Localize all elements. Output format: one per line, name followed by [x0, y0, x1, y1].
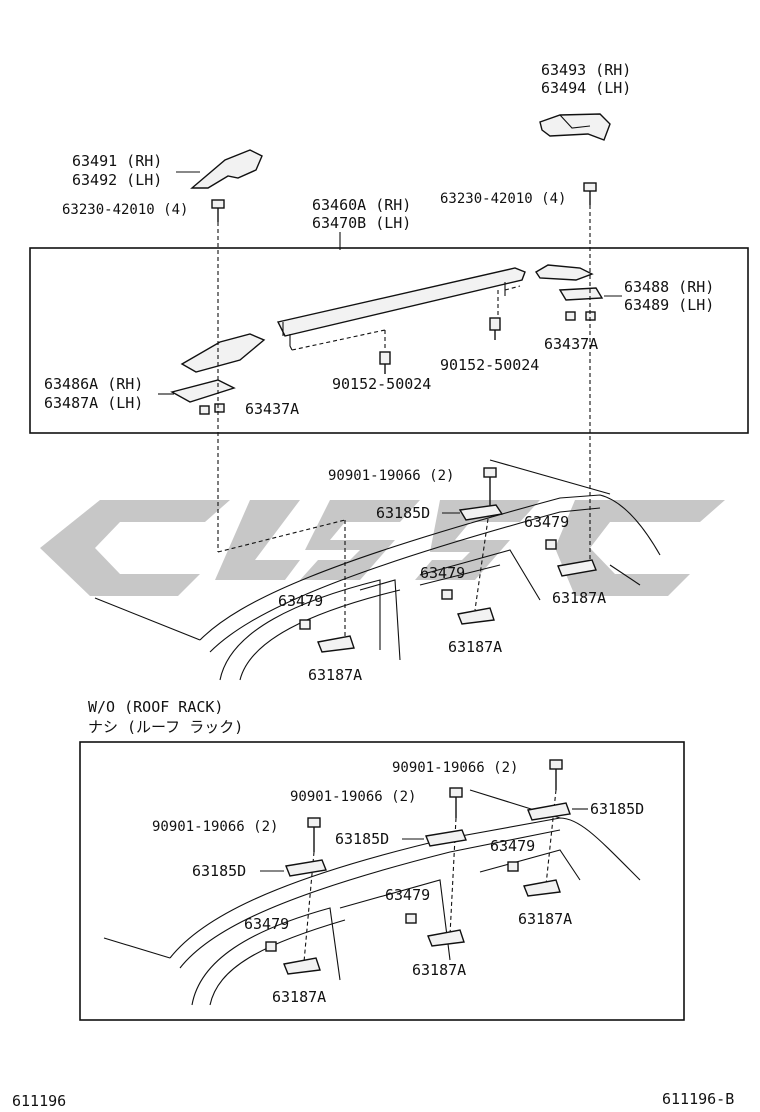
label-63494: 63494 (LH) — [541, 79, 631, 97]
label-63185D-low-m: 63185D — [335, 830, 389, 848]
variant-label-en: W/O (ROOF RACK) — [88, 698, 223, 716]
rail-end-cover-icon — [190, 149, 263, 189]
bracket-icon — [535, 264, 604, 301]
label-63479-a: 63479 — [524, 513, 569, 531]
label-63460A: 63460A (RH) — [312, 196, 411, 214]
roof-rack-assembly-box — [29, 247, 749, 434]
bolt-icon — [307, 817, 321, 852]
bracket-icon — [427, 929, 465, 947]
variant-label-jp: ナシ (ルーフ ラック) — [88, 718, 243, 736]
bolt-icon — [583, 182, 597, 205]
label-63187A-c: 63187A — [308, 666, 362, 684]
label-bolt-low-m: 90901-19066 (2) — [290, 789, 416, 805]
label-63185D-low-l: 63185D — [192, 862, 246, 880]
bracket-icon — [523, 879, 561, 897]
label-63187A-a: 63187A — [552, 589, 606, 607]
nut-icon — [545, 539, 557, 550]
label-63479-b: 63479 — [420, 564, 465, 582]
label-bolt-right: 63230-42010 (4) — [440, 191, 566, 207]
label-63437A-top: 63437A — [544, 335, 598, 353]
roof-rail-icon — [276, 267, 526, 351]
roof-outline-icon — [94, 459, 661, 681]
rail-end-cover-icon — [539, 113, 611, 141]
nut-icon — [199, 403, 225, 415]
label-63187A-low-m: 63187A — [412, 961, 466, 979]
label-63479-low-r: 63479 — [490, 837, 535, 855]
label-bolt-left: 63230-42010 (4) — [62, 202, 188, 218]
label-63493: 63493 (RH) — [541, 61, 631, 79]
bolt-icon — [489, 317, 501, 340]
label-bolt-low-r: 90901-19066 (2) — [392, 760, 518, 776]
label-63437A-bottom: 63437A — [245, 400, 299, 418]
bolt-icon — [483, 467, 497, 505]
label-63479-low-m: 63479 — [385, 886, 430, 904]
label-63185D-low-r: 63185D — [590, 800, 644, 818]
label-63486A: 63486A (RH) — [44, 375, 143, 393]
bracket-icon — [457, 607, 495, 625]
bracket-icon — [527, 802, 571, 821]
label-63488: 63488 (RH) — [624, 278, 714, 296]
bolt-icon — [549, 759, 563, 790]
label-63187A-b: 63187A — [448, 638, 502, 656]
bracket-icon — [317, 635, 355, 653]
label-bolt-low-l: 90901-19066 (2) — [152, 819, 278, 835]
bracket-icon — [425, 829, 467, 847]
footer-code-right: 611196-B — [662, 1090, 734, 1108]
nut-icon — [405, 913, 417, 924]
footer-code-left: 611196 — [12, 1092, 66, 1110]
label-63489: 63489 (LH) — [624, 296, 714, 314]
nut-icon — [441, 589, 453, 600]
label-63470B: 63470B (LH) — [312, 214, 411, 232]
label-63491: 63491 (RH) — [72, 152, 162, 170]
label-63487A: 63487A (LH) — [44, 394, 143, 412]
label-63479-c: 63479 — [278, 592, 323, 610]
bolt-icon — [211, 199, 225, 222]
nut-icon — [299, 619, 311, 630]
label-bolt-mid: 90901-19066 (2) — [328, 468, 454, 484]
without-roof-rack-box — [79, 741, 685, 1021]
bolt-icon — [379, 351, 391, 374]
label-90152-a: 90152-50024 — [332, 375, 431, 393]
nut-icon — [565, 311, 596, 321]
nut-icon — [507, 861, 519, 872]
label-63492: 63492 (LH) — [72, 171, 162, 189]
label-63185D-mid: 63185D — [376, 504, 430, 522]
label-63479-low-l: 63479 — [244, 915, 289, 933]
label-63187A-low-l: 63187A — [272, 988, 326, 1006]
bracket-icon — [557, 559, 597, 577]
nut-icon — [265, 941, 277, 952]
bracket-icon — [283, 957, 321, 975]
bolt-icon — [449, 787, 463, 818]
label-63187A-low-r: 63187A — [518, 910, 572, 928]
watermark-logo — [40, 500, 725, 596]
bracket-icon — [285, 859, 327, 877]
bracket-icon — [458, 504, 504, 521]
label-90152-b: 90152-50024 — [440, 356, 539, 374]
